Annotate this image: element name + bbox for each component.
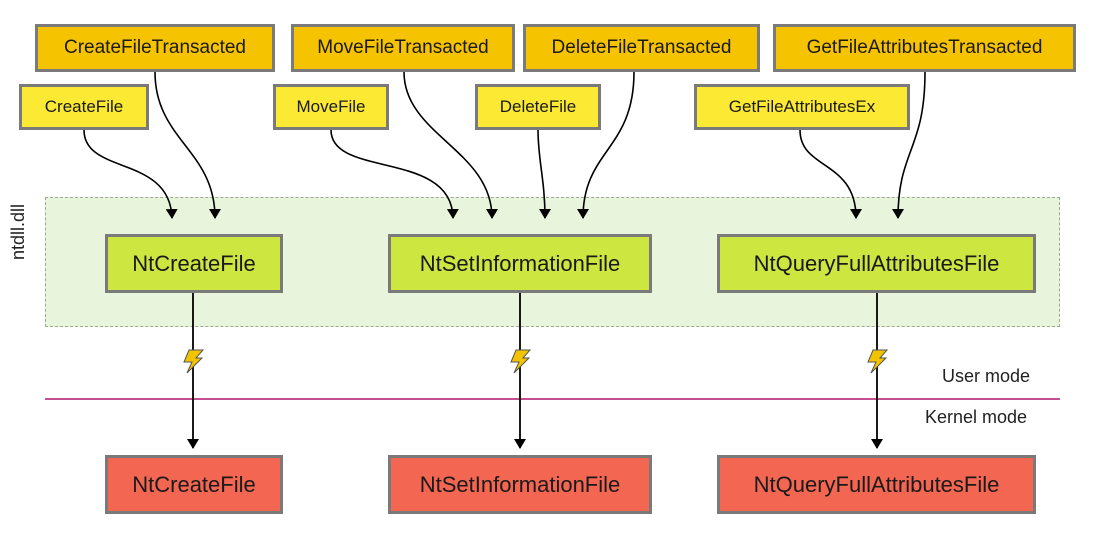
api-box-movefile: MoveFile [273, 84, 389, 130]
kernel-box-ntsetinformationfile: NtSetInformationFile [388, 455, 652, 514]
ntdll-box-ntqueryfullattributesfile: NtQueryFullAttributesFile [717, 234, 1036, 293]
api-box-createfile: CreateFile [19, 84, 149, 130]
lightning-icon [867, 349, 889, 374]
lightning-icon [183, 349, 205, 374]
arrow-deletefiletransacted-to-ntsetinformationfile [577, 71, 635, 219]
api-box-getfileattributestransacted: GetFileAttributesTransacted [773, 24, 1076, 72]
kernel-box-ntcreatefile: NtCreateFile [105, 455, 283, 514]
ntdll-box-ntcreatefile: NtCreateFile [105, 234, 283, 293]
user-mode-label: User mode [942, 366, 1031, 386]
arrow-createfile-to-ntcreatefile [83, 129, 178, 219]
arrow-deletefile-to-ntsetinformationfile [537, 129, 551, 219]
kernel-mode-label: Kernel mode [925, 407, 1028, 427]
arrow-createfiletransacted-to-ntcreatefile [154, 71, 221, 219]
arrow-movefile-to-ntsetinformationfile [330, 129, 459, 219]
api-box-createfiletransacted: CreateFileTransacted [35, 24, 275, 72]
api-box-movefiletransacted: MoveFileTransacted [291, 24, 515, 72]
api-box-getfileattributesex: GetFileAttributesEx [694, 84, 910, 130]
api-box-deletefiletransacted: DeleteFileTransacted [523, 24, 760, 72]
arrow-movefiletransacted-to-ntsetinformationfile [403, 71, 498, 219]
lightning-icon [510, 349, 532, 374]
arrow-getfileattributestransacted-to-ntqueryfullattributesfile [892, 71, 926, 219]
api-box-deletefile: DeleteFile [475, 84, 601, 130]
arrow-getfileattributesex-to-ntqueryfullattributesfile [799, 129, 862, 219]
ntdll-box-ntsetinformationfile: NtSetInformationFile [388, 234, 652, 293]
kernel-box-ntqueryfullattributesfile: NtQueryFullAttributesFile [717, 455, 1036, 514]
